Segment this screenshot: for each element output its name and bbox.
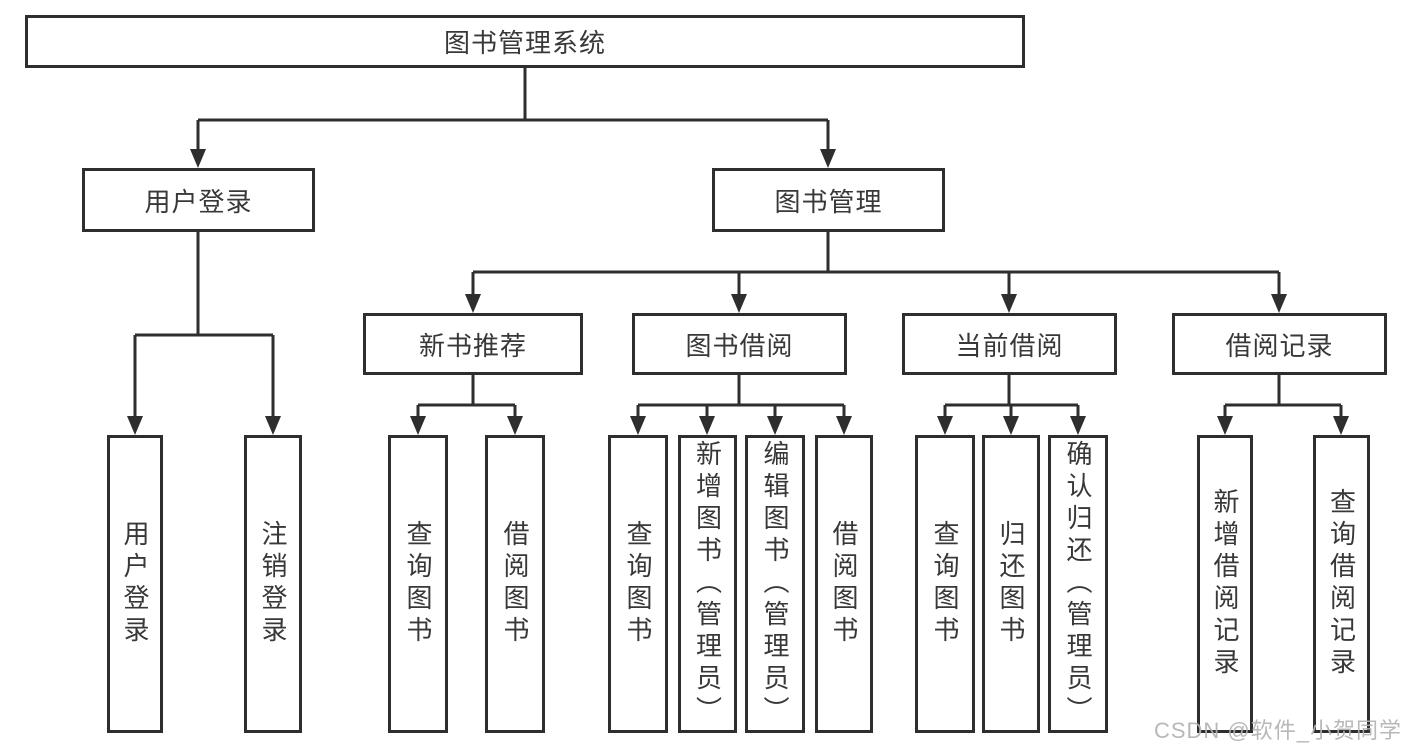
leaf-add-books-admin: 新增图书（管理员） <box>678 435 737 733</box>
leaf-logout: 注销登录 <box>244 435 302 733</box>
arrowhead-icons <box>127 149 1349 435</box>
node-new-book-recommendation: 新书推荐 <box>363 313 583 375</box>
node-label: 图书管理 <box>774 186 883 217</box>
leaf-label: 注销登录 <box>258 520 288 648</box>
node-book-management: 图书管理 <box>712 168 945 232</box>
leaf-query-borrow-record: 查询借阅记录 <box>1313 435 1370 733</box>
leaf-label: 查询图书 <box>403 520 433 648</box>
leaf-query-books-recommend: 查询图书 <box>388 435 448 733</box>
leaf-label: 归还图书 <box>996 520 1026 648</box>
leaf-label: 查询借阅记录 <box>1326 488 1357 680</box>
leaf-confirm-return-admin: 确认归还（管理员） <box>1048 435 1108 733</box>
node-label: 图书借阅 <box>685 330 794 361</box>
leaf-label: 新增图书（管理员） <box>692 440 723 728</box>
leaf-borrow-books: 借阅图书 <box>815 435 873 733</box>
node-current-borrowing: 当前借阅 <box>902 313 1117 375</box>
node-borrowing-records: 借阅记录 <box>1172 313 1387 375</box>
node-label: 当前借阅 <box>955 330 1064 361</box>
leaf-label: 借阅图书 <box>500 520 530 648</box>
leaf-label: 编辑图书（管理员） <box>760 440 790 728</box>
node-book-borrowing: 图书借阅 <box>632 313 847 375</box>
leaf-borrow-books-recommend: 借阅图书 <box>485 435 545 733</box>
leaf-label: 查询图书 <box>930 520 960 648</box>
node-label: 图书管理系统 <box>443 28 606 58</box>
leaf-edit-books-admin: 编辑图书（管理员） <box>745 435 805 733</box>
node-label: 新书推荐 <box>418 330 527 361</box>
leaf-label: 查询图书 <box>623 520 653 648</box>
node-label: 借阅记录 <box>1225 330 1334 361</box>
leaf-user-login: 用户登录 <box>107 435 163 733</box>
node-user-login: 用户登录 <box>82 168 315 232</box>
leaf-label: 新增借阅记录 <box>1210 488 1240 680</box>
leaf-label: 借阅图书 <box>829 520 859 648</box>
leaf-add-borrow-record: 新增借阅记录 <box>1197 435 1253 733</box>
leaf-query-books-borrow: 查询图书 <box>608 435 668 733</box>
leaf-query-books-current: 查询图书 <box>915 435 975 733</box>
node-label: 用户登录 <box>144 186 253 217</box>
leaf-label: 用户登录 <box>120 520 150 648</box>
leaf-label: 确认归还（管理员） <box>1063 440 1093 728</box>
csdn-watermark: CSDN @软件_小贺同学 <box>1153 718 1402 743</box>
node-library-management-system: 图书管理系统 <box>25 15 1025 68</box>
leaf-return-books: 归还图书 <box>982 435 1040 733</box>
